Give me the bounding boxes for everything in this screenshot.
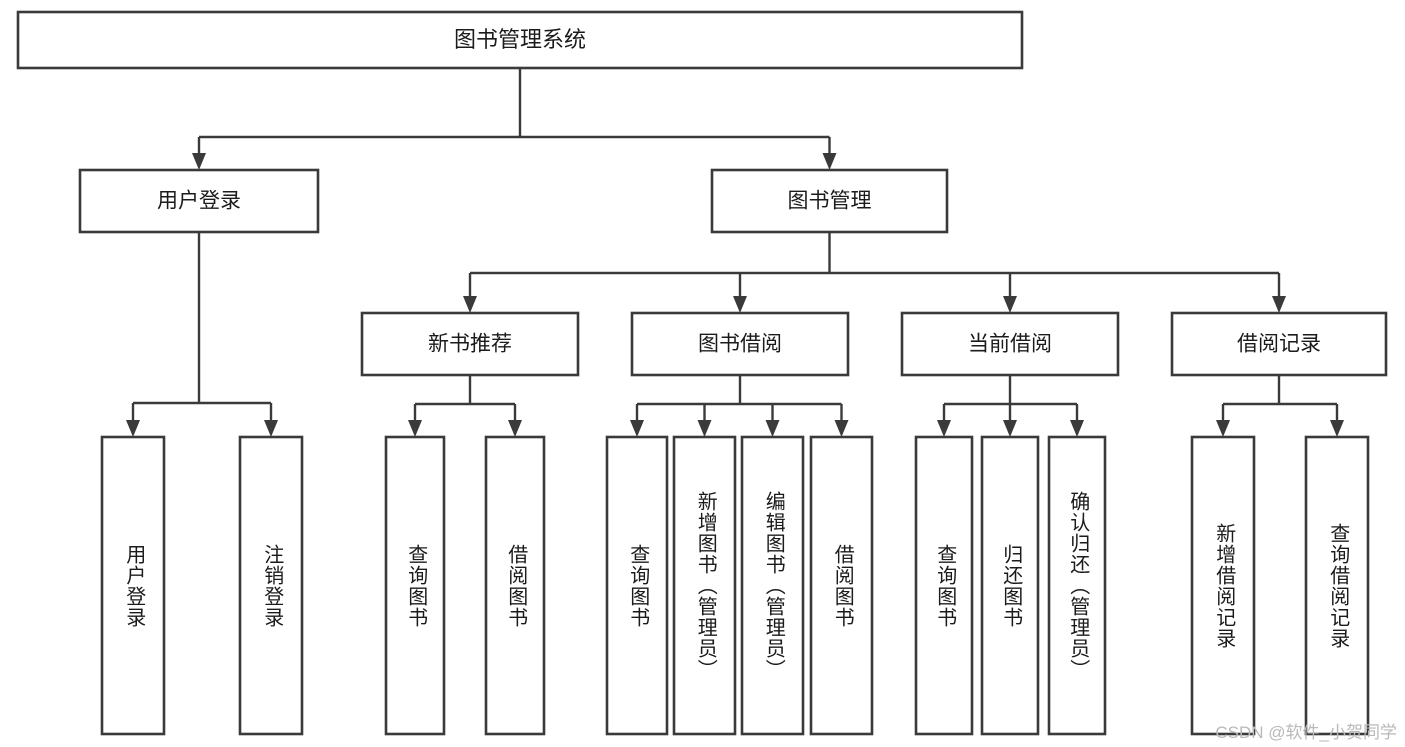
node-layer — [16, 10, 1388, 736]
node-leaf-7[interactable] — [809, 435, 874, 736]
node-leaf-10[interactable] — [1047, 435, 1107, 736]
node-leaf-9[interactable] — [980, 435, 1040, 736]
arrow-head-icon — [192, 153, 206, 170]
node-level3-1[interactable] — [630, 311, 850, 377]
node-leaf-0[interactable] — [100, 435, 166, 736]
arrow-head-icon — [822, 153, 837, 170]
node-leaf-4[interactable] — [605, 435, 669, 736]
node-leaf-2[interactable] — [384, 435, 446, 736]
node-leaf-6[interactable] — [740, 435, 805, 736]
arrow-head-icon — [733, 296, 747, 313]
arrow-head-icon — [1216, 420, 1230, 437]
connector-layer — [126, 68, 1344, 437]
node-level2-0[interactable] — [78, 168, 320, 234]
node-root-label: 图书管理系统 — [454, 27, 586, 52]
node-leaf-3[interactable] — [484, 435, 546, 736]
node-level2-1[interactable] — [710, 168, 949, 234]
arrow-head-icon — [697, 420, 712, 437]
arrow-head-icon — [1070, 420, 1084, 437]
arrow-head-icon — [630, 420, 644, 437]
node-level3-3[interactable] — [1170, 311, 1388, 377]
node-level3-label-3: 借阅记录 — [1237, 333, 1321, 356]
arrow-head-icon — [1003, 296, 1017, 313]
node-leaf-1[interactable] — [238, 435, 304, 736]
watermark-text: CSDN @软件_小贺同学 — [1215, 723, 1397, 742]
node-leaf-8[interactable] — [914, 435, 974, 736]
node-level2-label-0: 用户登录 — [157, 190, 241, 213]
node-leaf-11[interactable] — [1190, 435, 1256, 736]
arrow-head-icon — [765, 420, 780, 437]
arrow-head-icon — [508, 420, 522, 437]
arrow-head-icon — [1272, 296, 1286, 313]
node-level3-0[interactable] — [360, 311, 580, 377]
node-level3-2[interactable] — [900, 311, 1120, 377]
node-level3-label-1: 图书借阅 — [698, 333, 782, 356]
node-leaf-5[interactable] — [672, 435, 737, 736]
arrow-head-icon — [408, 420, 422, 437]
arrow-head-icon — [126, 420, 140, 437]
arrow-head-icon — [1330, 420, 1344, 437]
arrow-head-icon — [937, 420, 951, 437]
node-level2-label-1: 图书管理 — [788, 190, 872, 213]
arrow-head-icon — [1003, 420, 1017, 437]
node-leaf-12[interactable] — [1304, 435, 1370, 736]
arrow-head-icon — [264, 420, 278, 437]
arrow-head-icon — [463, 296, 477, 313]
node-level3-label-2: 当前借阅 — [968, 333, 1052, 356]
arrow-head-icon — [834, 420, 849, 437]
node-level3-label-0: 新书推荐 — [428, 333, 512, 356]
node-root[interactable] — [16, 10, 1024, 70]
